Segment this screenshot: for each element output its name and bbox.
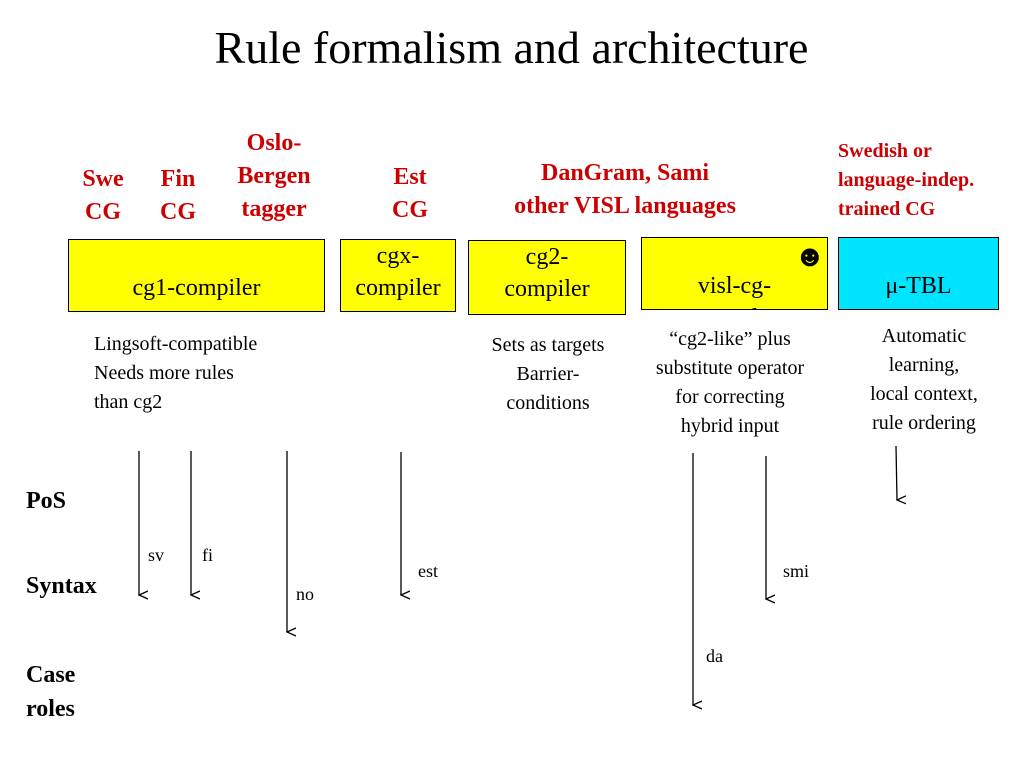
mu-tbl-box: μ-TBL xyxy=(838,237,999,310)
visl-description: “cg2-like” plus substitute operator for … xyxy=(655,328,805,437)
level-label-syntax: Syntax xyxy=(26,573,97,599)
cgx-compiler-box: cgx- compiler xyxy=(340,239,456,312)
project-label-swe-cg: Swe CG xyxy=(82,166,124,225)
page-title: Rule formalism and architecture xyxy=(214,22,809,73)
level-label-pos: PoS xyxy=(26,488,67,514)
project-label-swedish-trained-cg: Swedish or language-indep. trained CG xyxy=(838,140,975,220)
cg2-description: Sets as targets Barrier- conditions xyxy=(491,334,605,414)
arrow-tbl xyxy=(895,445,897,500)
project-label-dangram-sami: DanGram, Sami other VISL languages xyxy=(514,160,736,219)
arrow-label-est: est xyxy=(418,561,438,581)
cg2-compiler-box: cg2- compiler xyxy=(468,240,626,315)
project-label-fin-cg: Fin CG xyxy=(160,166,196,225)
visl-cg-compiler-label: visl-cg- compiler xyxy=(692,273,777,309)
arrow-label-sv: sv xyxy=(148,545,165,565)
project-label-est-cg: Est CG xyxy=(392,164,428,223)
arrow-label-no: no xyxy=(296,584,314,604)
arrow-label-smi: smi xyxy=(783,561,810,581)
smiley-icon: ☻ xyxy=(794,240,826,273)
mu-tbl-label: μ-TBL xyxy=(885,273,952,299)
visl-cg-compiler-box: visl-cg- compiler ☻ xyxy=(641,237,828,310)
cg1-compiler-box: cg1-compiler xyxy=(68,239,325,312)
tbl-description: Automatic learning, local context, rule … xyxy=(870,325,978,434)
cg1-compiler-label: cg1-compiler xyxy=(132,275,261,301)
arrow-label-fi: fi xyxy=(202,545,213,565)
cg1-description: Lingsoft-compatible Needs more rules tha… xyxy=(94,333,258,413)
level-label-case-roles: Case roles xyxy=(26,662,76,722)
arrow-label-da: da xyxy=(706,646,723,666)
project-label-oslo-bergen-tagger: Oslo- Bergen tagger xyxy=(237,130,311,222)
